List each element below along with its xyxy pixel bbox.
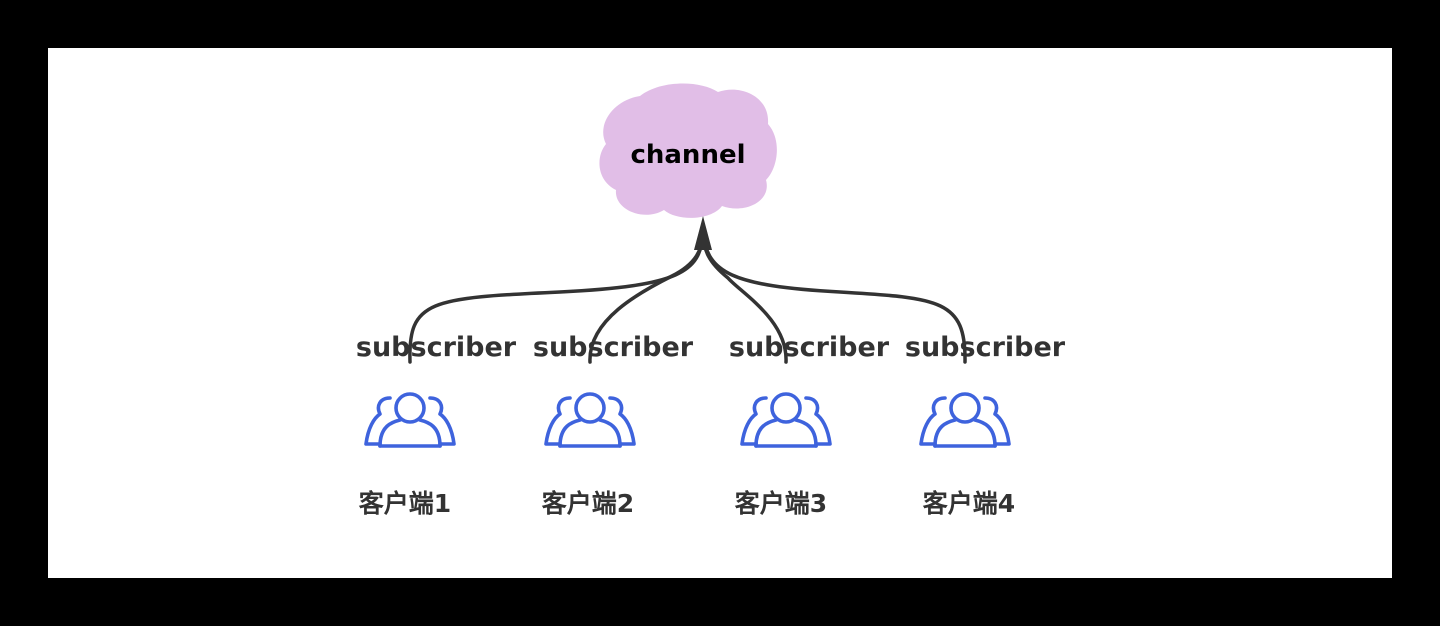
- subscriber-label: subscriber: [356, 332, 517, 363]
- channel-node[interactable]: channel: [599, 83, 777, 218]
- subscriber-label: subscriber: [533, 332, 694, 363]
- client-label: 客户端1: [359, 489, 451, 518]
- users-icon: [919, 392, 1011, 448]
- users-icon: [364, 392, 456, 448]
- users-icon: [544, 392, 636, 448]
- channel-cloud-shape: [599, 83, 777, 218]
- client-label: 客户端4: [923, 489, 1015, 518]
- arrowhead: [694, 216, 712, 250]
- subscriber-group-1[interactable]: subscriber 客户端1: [356, 332, 517, 518]
- subscriber-group-3[interactable]: subscriber 客户端3: [729, 332, 890, 518]
- client-label: 客户端2: [542, 489, 634, 518]
- edge-subscriber-4: [701, 232, 967, 364]
- subscriber-group-4[interactable]: subscriber 客户端4: [905, 332, 1066, 518]
- edges: [408, 216, 967, 364]
- subscriber-group-2[interactable]: subscriber 客户端2: [533, 332, 694, 518]
- client-label: 客户端3: [735, 489, 827, 518]
- channel-label: channel: [630, 140, 745, 170]
- subscriber-label: subscriber: [729, 332, 890, 363]
- edge-subscriber-2: [588, 232, 705, 364]
- users-icon: [740, 392, 832, 448]
- subscriber-label: subscriber: [905, 332, 1066, 363]
